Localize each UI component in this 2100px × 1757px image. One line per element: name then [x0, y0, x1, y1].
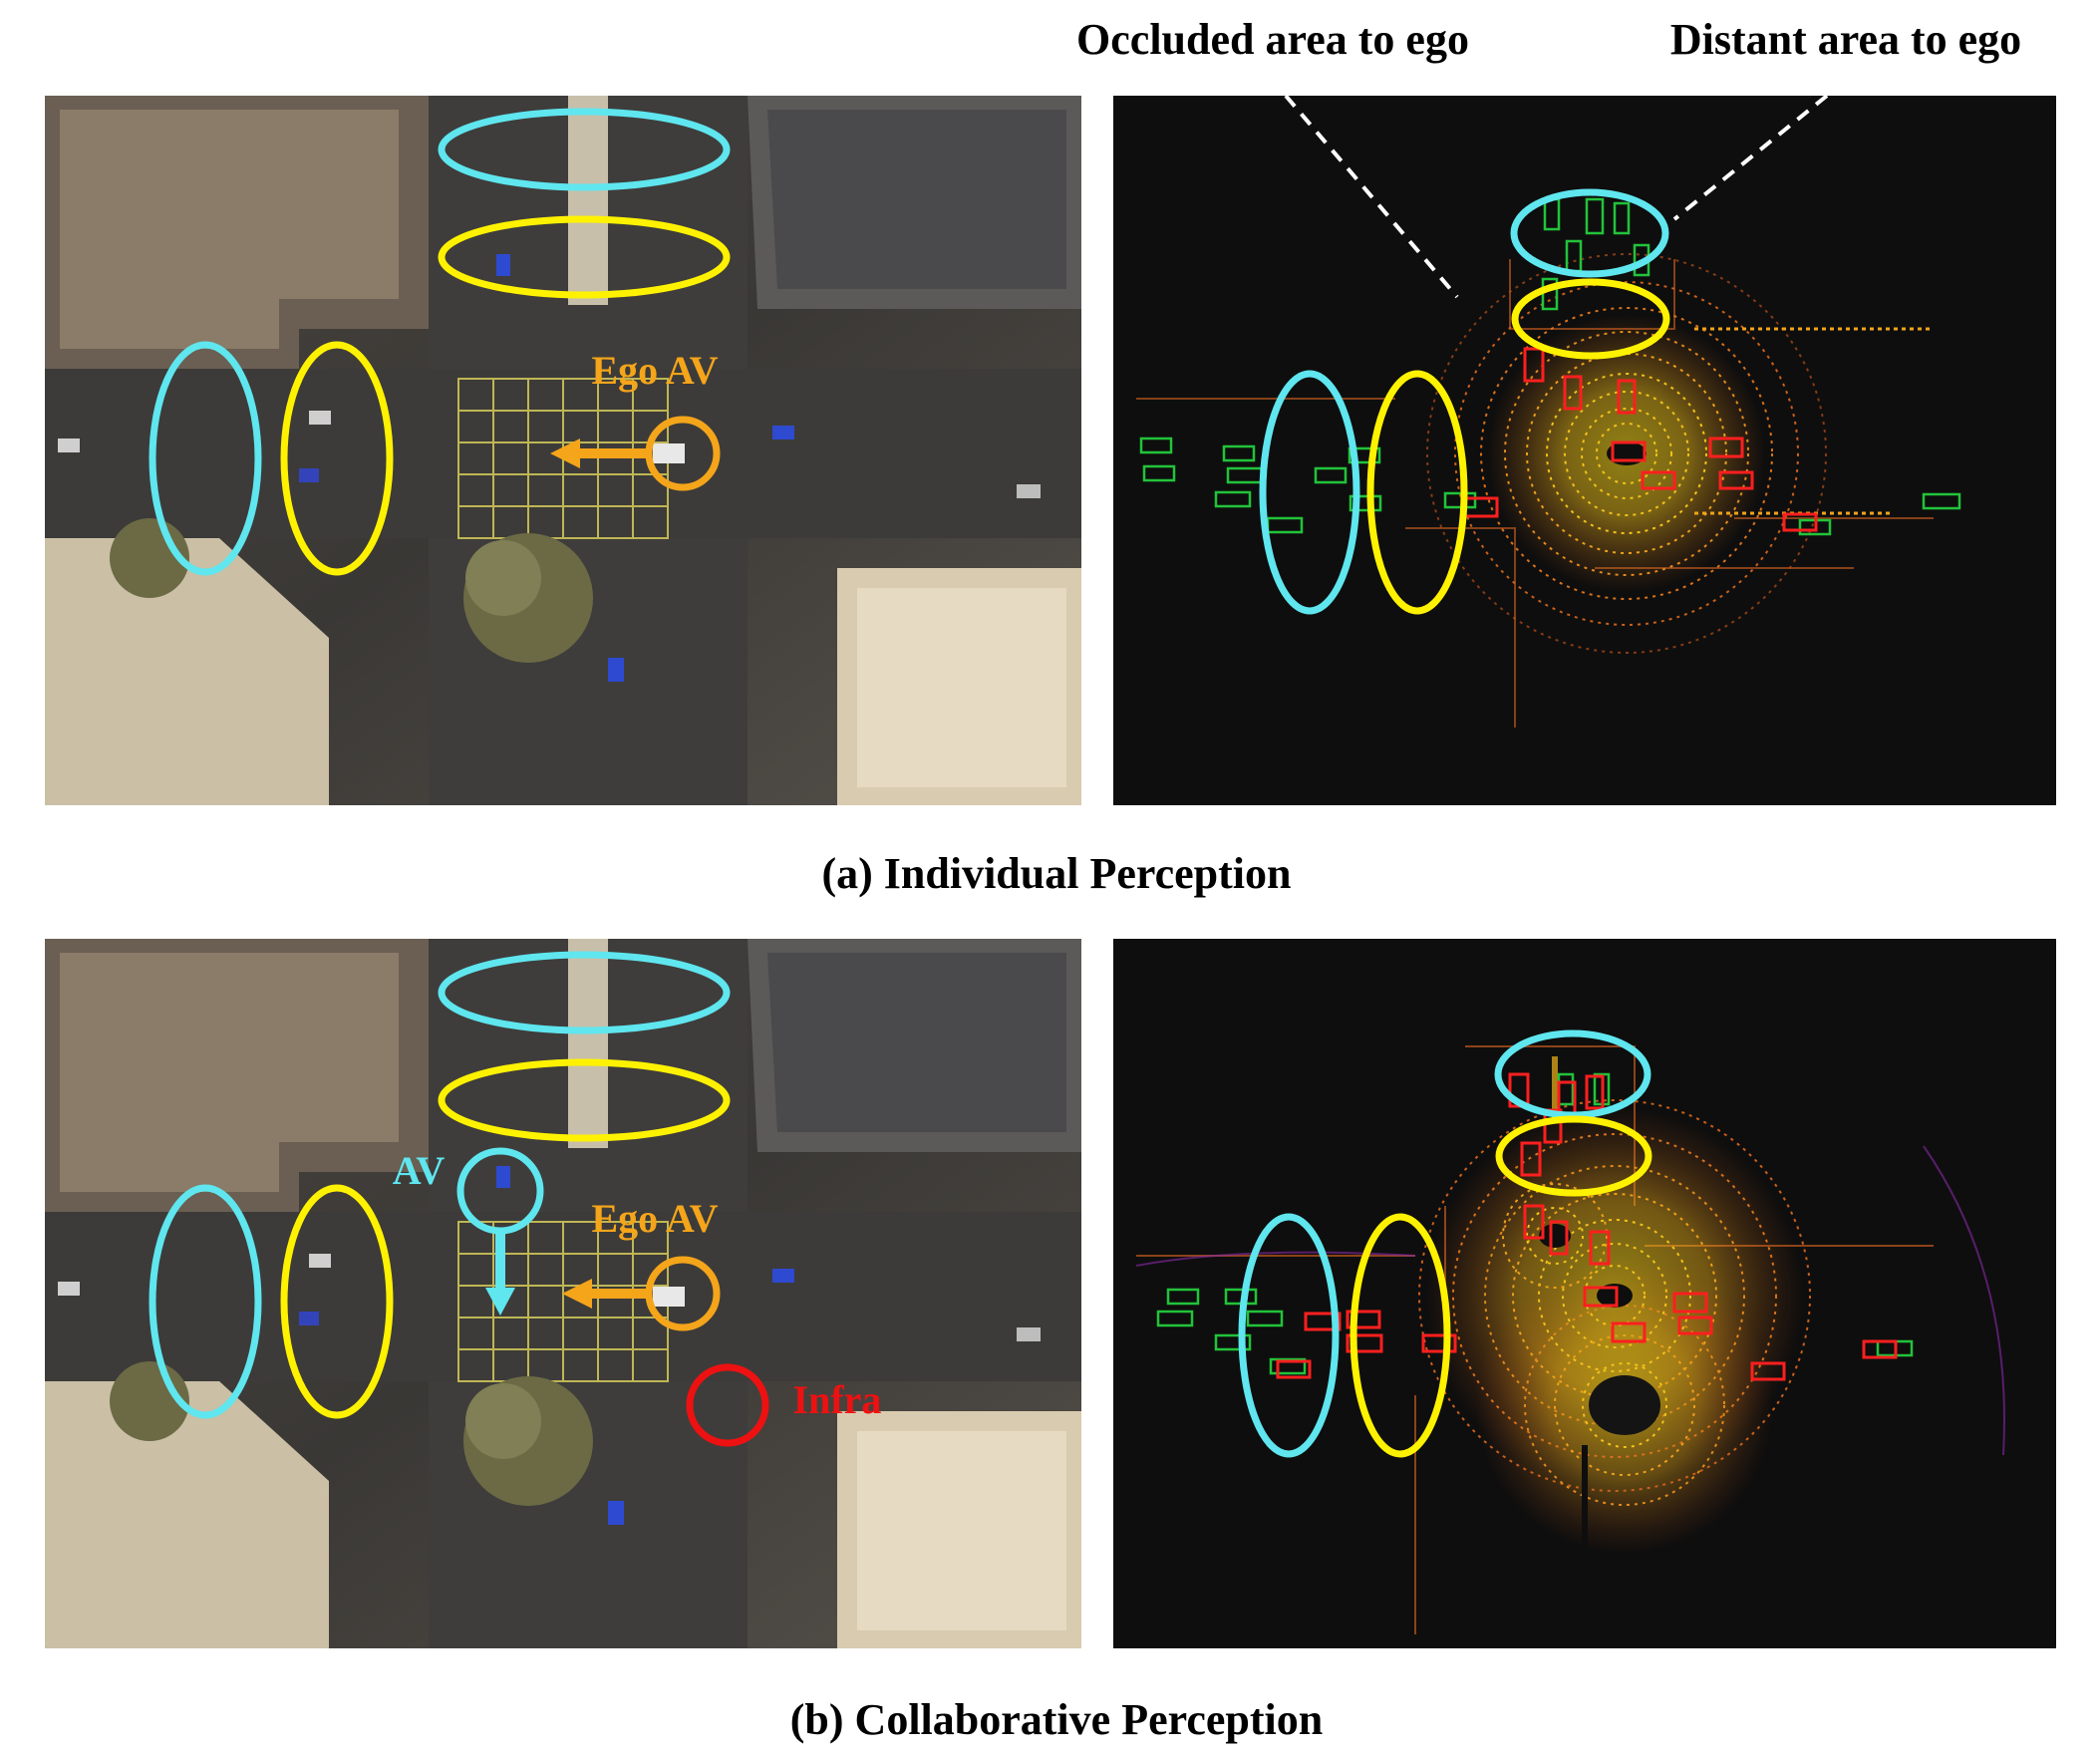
yellow-ellipse-scene-a-left	[280, 341, 394, 576]
yellow-ellipse-lidar-b-top	[1495, 1115, 1652, 1197]
occlusion-boundary-line-right	[1672, 94, 1829, 221]
yellow-ellipse-scene-a-top	[438, 215, 731, 299]
panel-a-scene-image	[45, 96, 1081, 805]
cyan-ellipse-lidar-a-left	[1259, 370, 1360, 615]
occlusion-boundary-line-left	[1284, 94, 1459, 299]
yellow-ellipse-lidar-a-left	[1366, 370, 1468, 615]
caption-a: (a) Individual Perception	[821, 849, 1291, 898]
infra-marker-b	[686, 1363, 769, 1447]
yellow-ellipse-scene-b-left	[280, 1184, 394, 1419]
cyan-ellipse-scene-a-top	[438, 108, 731, 191]
ego-av-label-b: Ego AV	[591, 1196, 718, 1241]
infra-label-b: Infra	[793, 1377, 882, 1422]
ego-av-heading-arrow-b	[562, 1279, 649, 1309]
panel-b-red-boxes	[1276, 1072, 1898, 1381]
cyan-ellipse-scene-a-left	[149, 341, 262, 576]
cyan-ellipse-lidar-b-left	[1238, 1213, 1340, 1458]
cyan-ellipse-lidar-a-top	[1510, 188, 1669, 278]
panel-a-red-boxes	[1463, 347, 1818, 532]
yellow-ellipse-lidar-a-top	[1511, 278, 1670, 360]
cyan-ellipse-scene-b-left	[149, 1184, 262, 1419]
caption-b: (b) Collaborative Perception	[790, 1695, 1323, 1744]
yellow-ellipse-lidar-b-left	[1350, 1213, 1451, 1458]
cyan-ellipse-scene-b-top	[438, 951, 731, 1034]
cyan-ellipse-lidar-b-top	[1494, 1029, 1651, 1119]
panel-a-lidar-view	[1113, 96, 2056, 805]
av-heading-arrow-b	[485, 1231, 515, 1316]
distant-area-label: Distant area to ego	[1670, 15, 2021, 64]
occluded-area-label: Occluded area to ego	[1076, 15, 1469, 64]
ego-av-heading-arrow-a	[550, 439, 649, 468]
yellow-ellipse-scene-b-top	[438, 1058, 731, 1142]
av-label-b: AV	[393, 1148, 446, 1193]
ego-av-label-a: Ego AV	[591, 348, 718, 393]
